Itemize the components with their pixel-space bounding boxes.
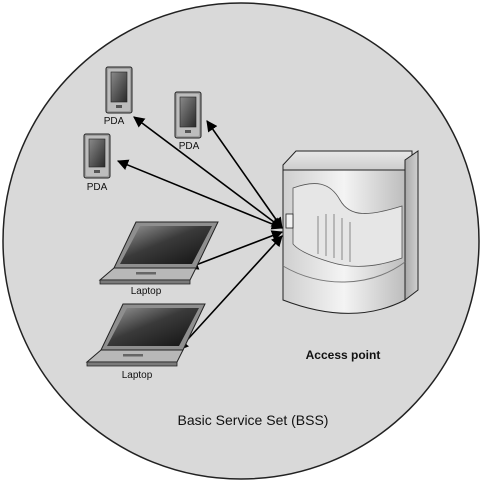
link-pda-3 [116,159,284,230]
wireless-links [116,116,284,351]
access-point-label: Access point [306,348,381,362]
bss-caption: Basic Service Set (BSS) [178,412,329,428]
pda-icon [174,91,202,139]
pda-icon [83,133,111,179]
pda-label: PDA [179,141,200,152]
laptop-label: Laptop [122,370,153,381]
laptop-icon [98,221,219,285]
pda-label: PDA [104,116,125,127]
laptop-icon [85,303,206,367]
pda-icon [105,66,133,114]
link-laptop-2 [177,235,283,351]
laptop-label: Laptop [131,286,162,297]
pda-label: PDA [87,182,108,193]
access-point-icon [282,150,419,314]
